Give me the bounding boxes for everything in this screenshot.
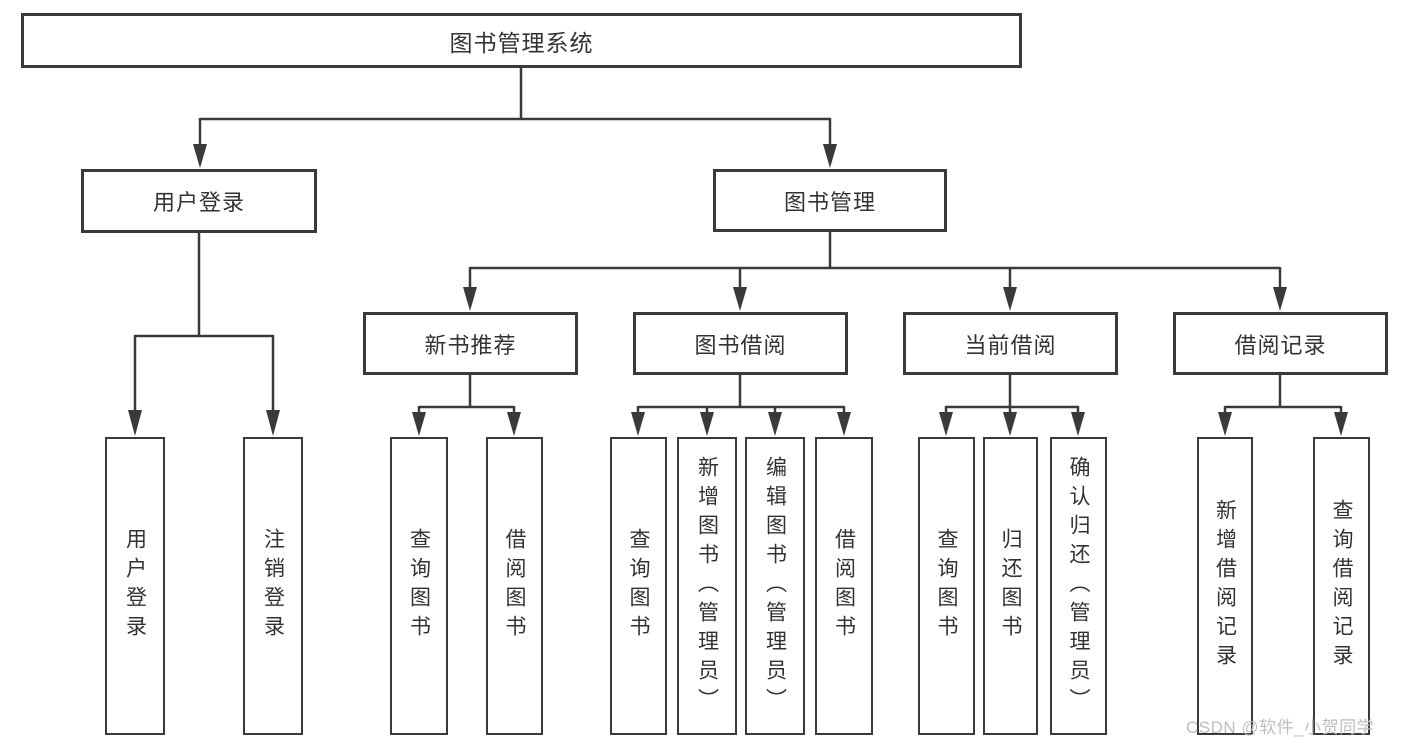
node-current-borrow-label: 当前借阅 — [964, 332, 1057, 358]
leaf-recommend-query-books-label: 查询图书 — [407, 528, 431, 644]
node-root-system: 图书管理系统 — [21, 13, 1022, 68]
node-user-login-label: 用户登录 — [152, 190, 245, 215]
leaf-current-query-books-label: 查询图书 — [935, 528, 958, 644]
leaf-query-borrow-record: 查询借阅记录 — [1313, 437, 1370, 735]
node-book-borrow: 图书借阅 — [633, 312, 848, 375]
leaf-borrow-query-books: 查询图书 — [610, 437, 667, 735]
csdn-watermark: CSDN @软件_小贺同学 — [1186, 718, 1375, 737]
leaf-return-books: 归还图书 — [983, 437, 1038, 735]
node-borrow-records: 借阅记录 — [1173, 312, 1388, 375]
leaf-recommend-query-books: 查询图书 — [390, 437, 448, 735]
leaf-add-borrow-record-label: 新增借阅记录 — [1213, 499, 1237, 673]
leaf-borrow-query-books-label: 查询图书 — [627, 528, 650, 644]
leaf-user-login-label: 用户登录 — [123, 528, 147, 644]
leaf-return-books-label: 归还图书 — [999, 528, 1022, 644]
node-new-book-recommend-label: 新书推荐 — [424, 332, 517, 358]
leaf-recommend-borrow-books: 借阅图书 — [486, 437, 543, 735]
leaf-user-login: 用户登录 — [105, 437, 165, 735]
leaf-edit-books-admin-label: 编辑图书（管理员） — [763, 455, 787, 717]
leaf-query-borrow-record-label: 查询借阅记录 — [1330, 499, 1353, 673]
node-book-borrow-label: 图书借阅 — [694, 332, 787, 358]
leaf-confirm-return-admin: 确认归还（管理员） — [1050, 437, 1107, 735]
node-current-borrow: 当前借阅 — [903, 312, 1118, 375]
node-book-management: 图书管理 — [713, 169, 947, 232]
leaf-add-books-admin-label: 新增图书（管理员） — [695, 455, 719, 717]
node-root-label: 图书管理系统 — [449, 29, 594, 56]
leaf-borrow-borrow-books-label: 借阅图书 — [832, 528, 856, 644]
node-book-management-label: 图书管理 — [783, 189, 876, 215]
leaf-edit-books-admin: 编辑图书（管理员） — [745, 437, 805, 735]
leaf-confirm-return-admin-label: 确认归还（管理员） — [1067, 455, 1090, 717]
node-borrow-records-label: 借阅记录 — [1234, 332, 1327, 358]
leaf-add-books-admin: 新增图书（管理员） — [677, 437, 737, 735]
node-user-login: 用户登录 — [81, 169, 317, 233]
node-new-book-recommend: 新书推荐 — [363, 312, 578, 375]
leaf-current-query-books: 查询图书 — [918, 437, 975, 735]
leaf-logout-label: 注销登录 — [261, 528, 285, 644]
leaf-logout: 注销登录 — [243, 437, 303, 735]
leaf-borrow-borrow-books: 借阅图书 — [815, 437, 873, 735]
leaf-recommend-borrow-books-label: 借阅图书 — [503, 528, 526, 644]
leaf-add-borrow-record: 新增借阅记录 — [1197, 437, 1253, 735]
